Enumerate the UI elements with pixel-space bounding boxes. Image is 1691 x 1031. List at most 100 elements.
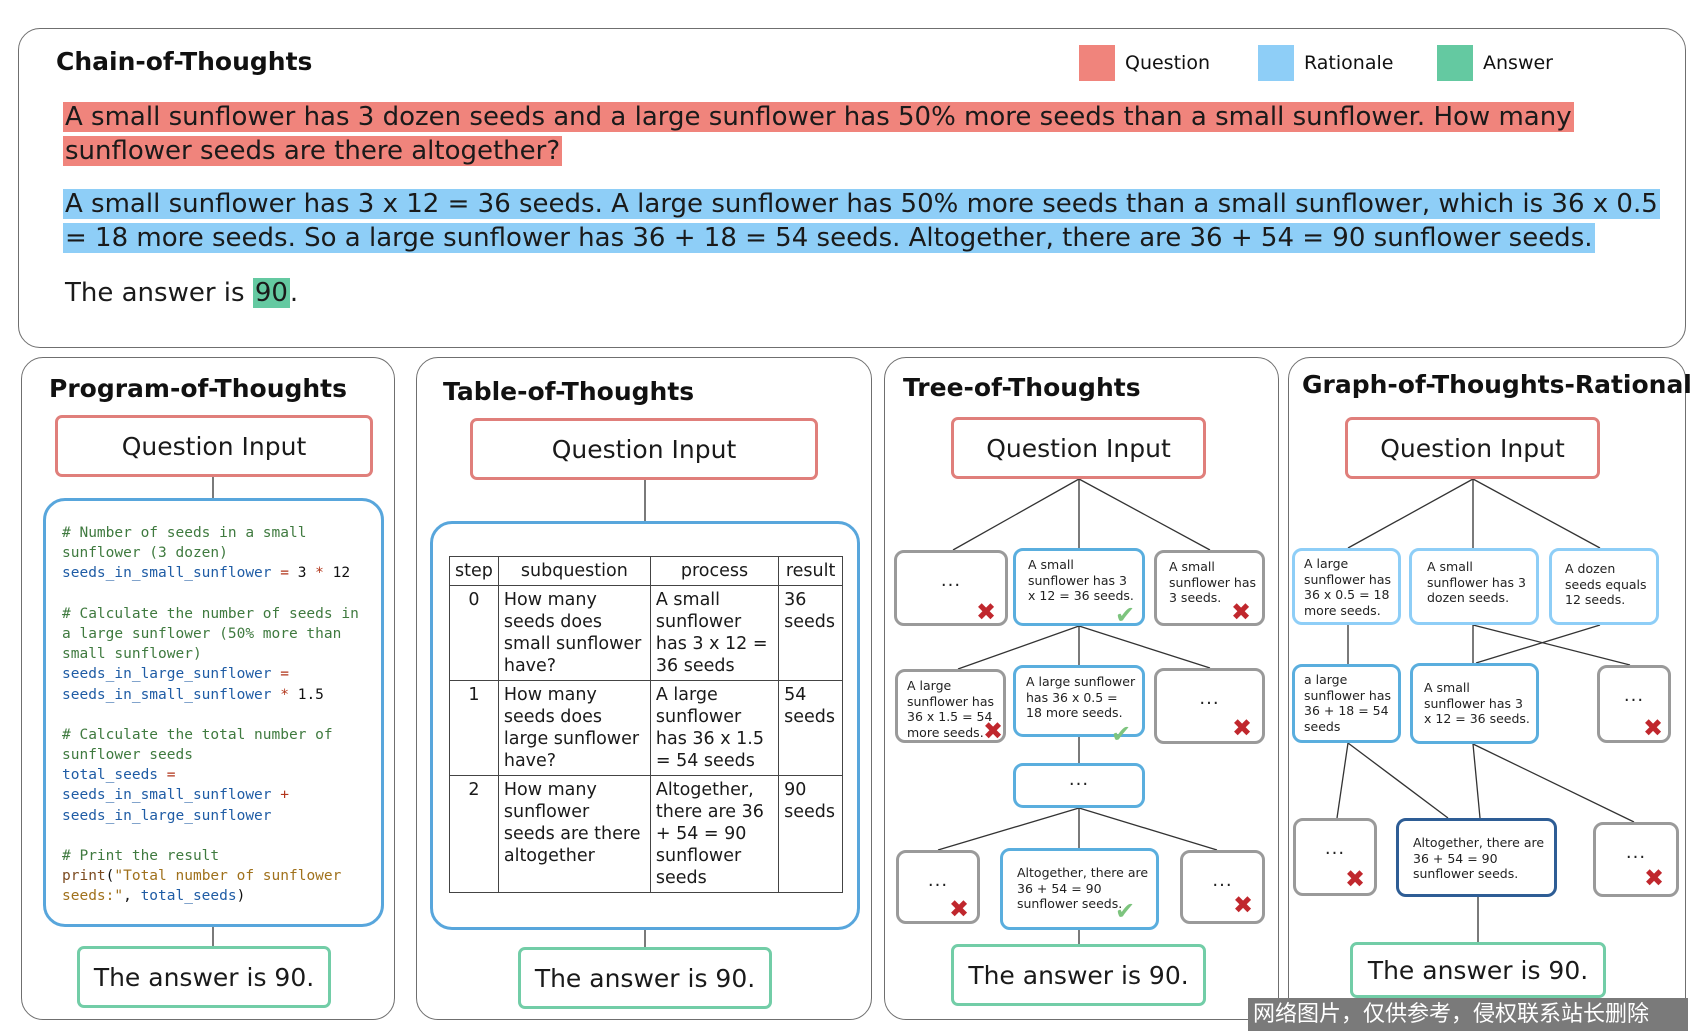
cot-question-line-2: sunflower seeds are there altogether? <box>63 136 563 166</box>
table-row: 0 How many seeds does small sunflower ha… <box>449 585 843 681</box>
cot-answer-line: The answer is 90. <box>65 276 298 310</box>
legend-question: Question <box>1079 45 1210 81</box>
cot-answer-value: 90 <box>252 278 290 308</box>
table-cell-step: 0 <box>449 585 499 681</box>
graph-link-l2a-l3b <box>1347 742 1449 819</box>
graph-question-input: Question Input <box>1345 417 1600 479</box>
cross-icon: ✖ <box>1231 598 1252 626</box>
tree-node-l4-mid: Altogether, there are 36 + 54 = 90 sunfl… <box>1000 848 1159 930</box>
code-line: total_seeds = <box>62 767 176 784</box>
table-header-step: step <box>449 556 499 586</box>
graph-link-q-l1-a <box>1347 478 1474 549</box>
code-line: seeds:", total_seeds) <box>62 888 246 905</box>
legend-answer-label: Answer <box>1483 52 1553 74</box>
pot-answer: The answer is 90. <box>77 946 331 1008</box>
table-cell-step: 2 <box>449 775 499 893</box>
table-header-result: result <box>778 556 843 586</box>
code-line: # Number of seeds in a small <box>62 525 307 541</box>
table-cell-subquestion: How many sunflower seeds are there altog… <box>497 775 651 893</box>
graph-node-l3-b: Altogether, there are 36 + 54 = 90 sunfl… <box>1396 818 1557 897</box>
table-cell-result: 36 seeds <box>778 585 843 681</box>
legend-answer-swatch <box>1437 45 1473 81</box>
graph-answer: The answer is 90. <box>1350 942 1606 998</box>
graph-node-l2-b: A small sunflower has 3 x 12 = 36 seeds. <box>1410 663 1539 744</box>
table-row: 1 How many seeds does large sunflower ha… <box>449 680 843 776</box>
table-of-thoughts-title: Table-of-Thoughts <box>443 377 695 406</box>
tree-node-l3-mid: ... <box>1013 763 1145 808</box>
tree-node-l2-right: ... <box>1154 668 1265 744</box>
graph-node-l2-c: ... <box>1597 665 1671 743</box>
code-line: # Calculate the total number of <box>62 726 333 743</box>
code-line: seeds_in_large_sunflower <box>62 807 272 824</box>
code-line: seeds_in_large_sunflower = <box>62 666 289 683</box>
table-cell-step: 1 <box>449 680 499 776</box>
code-line: seeds_in_small_sunflower * 1.5 <box>62 686 324 703</box>
table-cell-process: A small sunflower has 3 x 12 = 36 seeds <box>649 585 780 681</box>
graph-link-l2b-l3b <box>1472 743 1481 819</box>
tree-node-l1-left: ... <box>894 550 1008 626</box>
tree-link-q-l1-left <box>952 478 1080 551</box>
cot-answer-prefix: The answer is <box>65 278 245 308</box>
tree-link-l1-l2-right <box>1078 625 1211 669</box>
graph-link-q-l1-c <box>1472 478 1601 549</box>
tree-of-thoughts-title: Tree-of-Thoughts <box>903 373 1141 402</box>
cross-icon: ✖ <box>1232 714 1253 742</box>
chain-of-thoughts-panel <box>18 28 1686 348</box>
cot-rationale-line-2: = 18 more seeds. So a large sunflower ha… <box>63 223 1595 253</box>
code-line <box>62 826 381 846</box>
program-of-thoughts-title: Program-of-Thoughts <box>49 374 348 403</box>
tree-link-l3-l4-left <box>937 807 1080 851</box>
table-question-input: Question Input <box>470 418 818 480</box>
tree-question-input: Question Input <box>951 417 1206 479</box>
check-icon: ✔ <box>1115 601 1136 629</box>
table-cell-result: 54 seeds <box>778 680 843 776</box>
tree-answer: The answer is 90. <box>951 944 1206 1006</box>
table-cell-process: Altogether, there are 36 + 54 = 90 sunfl… <box>649 775 780 893</box>
legend-rationale-swatch <box>1258 45 1294 81</box>
code-line <box>62 705 381 725</box>
check-icon: ✔ <box>1111 720 1132 748</box>
graph-node-l1-c: A dozen seeds equals 12 seeds. <box>1549 548 1659 625</box>
code-line: small sunflower) <box>62 646 202 663</box>
reasoning-table: step subquestion process result 0 How ma… <box>449 556 843 893</box>
table-header-process: process <box>649 556 780 586</box>
tree-node-l2-left: A large sunflower has 36 x 1.5 = 54 more… <box>895 669 1006 743</box>
graph-node-l2-a: a large sunflower has 36 + 18 = 54 seeds <box>1292 664 1401 743</box>
code-line <box>62 584 381 604</box>
cot-rationale-line-1: A small sunflower has 3 x 12 = 36 seeds.… <box>63 189 1660 219</box>
code-line: sunflower seeds <box>62 747 193 764</box>
cot-answer-suffix: . <box>289 278 299 308</box>
table-cell-process: A large sunflower has 36 x 1.5 = 54 seed… <box>649 680 780 776</box>
code-line: a large sunflower (50% more than <box>62 625 342 642</box>
pot-question-input: Question Input <box>55 415 373 477</box>
graph-link-l1b-l2c <box>1472 624 1631 666</box>
code-line: # Calculate the number of seeds in <box>62 605 359 622</box>
code-line: seeds_in_small_sunflower + <box>62 787 289 804</box>
tree-node-l1-mid: A small sunflower has 3 x 12 = 36 seeds. <box>1013 548 1145 626</box>
tree-link-l3-l4-right <box>1078 807 1218 851</box>
code-line: # Print the result <box>62 848 220 864</box>
table-header-subquestion: subquestion <box>497 556 651 586</box>
graph-node-l1-a: A large sunflower has 36 x 0.5 = 18 more… <box>1292 548 1401 625</box>
graph-link-l2a-l3a <box>1336 742 1349 819</box>
legend-question-label: Question <box>1125 52 1210 74</box>
table-header-row: step subquestion process result <box>449 556 843 586</box>
graph-link-l1c-l2b <box>1475 624 1601 664</box>
graph-node-l1-b: A small sunflower has 3 dozen seeds. <box>1409 548 1539 625</box>
chain-of-thoughts-title: Chain-of-Thoughts <box>56 47 313 76</box>
cross-icon: ✖ <box>976 598 997 626</box>
tree-node-l4-right: ... <box>1180 850 1265 924</box>
tree-node-l4-left: ... <box>896 850 980 924</box>
legend-rationale-label: Rationale <box>1304 52 1394 74</box>
watermark-banner: 网络图片，仅供参考，侵权联系站长删除 <box>1248 998 1688 1031</box>
tree-node-l1-right: A small sunflower has 3 seeds. <box>1154 550 1265 626</box>
table-row: 2 How many sunflower seeds are there alt… <box>449 775 843 893</box>
table-cell-subquestion: How many seeds does large sunflower have… <box>497 680 651 776</box>
graph-link-l2b-l3c <box>1472 743 1635 823</box>
cross-icon: ✖ <box>949 895 970 923</box>
cross-icon: ✖ <box>1233 891 1254 919</box>
cot-question-line-1: A small sunflower has 3 dozen seeds and … <box>63 102 1574 132</box>
graph-node-l3-c: ... <box>1593 822 1679 897</box>
cross-icon: ✖ <box>1643 714 1664 742</box>
